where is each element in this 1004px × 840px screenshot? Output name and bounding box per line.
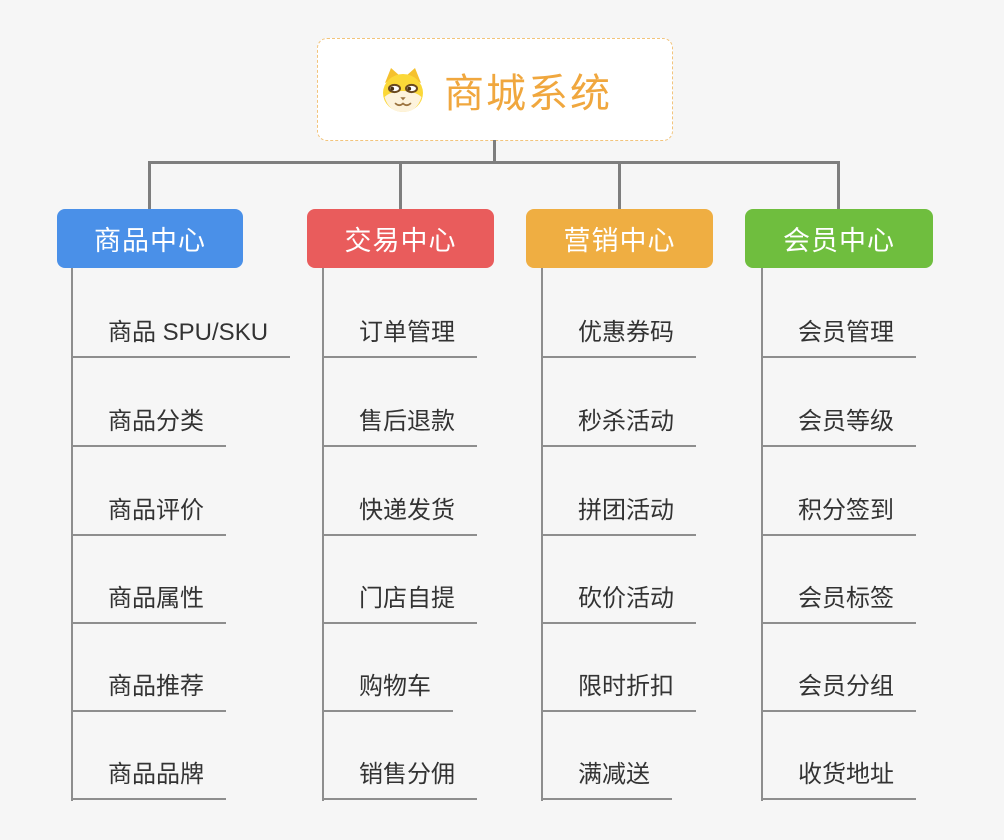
- root-topic-node[interactable]: 商城系统: [317, 38, 673, 141]
- child-topic[interactable]: 商品评价: [73, 496, 226, 536]
- child-topic[interactable]: 秒杀活动: [543, 407, 696, 447]
- branch-node-marketing-center[interactable]: 营销中心: [526, 209, 713, 268]
- child-topic[interactable]: 拼团活动: [543, 496, 696, 536]
- child-topic[interactable]: 商品属性: [73, 584, 226, 624]
- child-topic[interactable]: 优惠券码: [543, 318, 696, 358]
- child-topic[interactable]: 门店自提: [324, 584, 477, 624]
- branch-label: 会员中心: [783, 226, 895, 256]
- branch-node-member-center[interactable]: 会员中心: [745, 209, 933, 268]
- branch-children-trade-center: 订单管理 售后退款 快递发货 门店自提 购物车 销售分佣: [322, 268, 477, 801]
- child-topic[interactable]: 销售分佣: [324, 760, 477, 800]
- child-topic[interactable]: 商品品牌: [73, 760, 226, 800]
- connector-drop-trade: [399, 161, 402, 209]
- child-topic[interactable]: 商品 SPU/SKU: [73, 318, 291, 358]
- child-topic[interactable]: 商品分类: [73, 407, 226, 447]
- branch-children-goods-center: 商品 SPU/SKU 商品分类 商品评价 商品属性 商品推荐 商品品牌: [71, 268, 291, 801]
- child-topic[interactable]: 快递发货: [324, 496, 477, 536]
- connector-drop-goods: [148, 161, 151, 209]
- root-topic-title: 商城系统: [444, 71, 612, 116]
- shiba-dog-icon: [383, 67, 423, 112]
- connector-root-stub: [493, 140, 496, 162]
- child-topic[interactable]: 砍价活动: [543, 584, 696, 624]
- child-topic[interactable]: 收货地址: [763, 760, 916, 800]
- branch-label: 交易中心: [344, 226, 457, 256]
- connector-drop-member: [837, 161, 840, 209]
- child-topic[interactable]: 限时折扣: [543, 672, 696, 712]
- branch-children-member-center: 会员管理 会员等级 积分签到 会员标签 会员分组 收货地址: [761, 268, 916, 801]
- child-topic[interactable]: 会员分组: [763, 672, 916, 712]
- child-topic[interactable]: 会员标签: [763, 584, 916, 624]
- connector-drop-marketing: [618, 161, 621, 209]
- child-topic[interactable]: 订单管理: [324, 318, 477, 358]
- child-topic[interactable]: 售后退款: [324, 407, 477, 447]
- child-topic[interactable]: 购物车: [324, 672, 453, 712]
- child-topic[interactable]: 会员管理: [763, 318, 916, 358]
- branch-children-marketing-center: 优惠券码 秒杀活动 拼团活动 砍价活动 限时折扣 满减送: [541, 268, 696, 801]
- child-topic[interactable]: 会员等级: [763, 407, 916, 447]
- branch-label: 营销中心: [563, 226, 676, 256]
- child-topic[interactable]: 满减送: [543, 760, 672, 800]
- child-topic[interactable]: 商品推荐: [73, 672, 226, 712]
- branch-node-trade-center[interactable]: 交易中心: [307, 209, 494, 268]
- connector-bus: [148, 161, 840, 164]
- branch-label: 商品中心: [94, 226, 206, 256]
- branch-node-goods-center[interactable]: 商品中心: [57, 209, 243, 268]
- child-topic[interactable]: 积分签到: [763, 496, 916, 536]
